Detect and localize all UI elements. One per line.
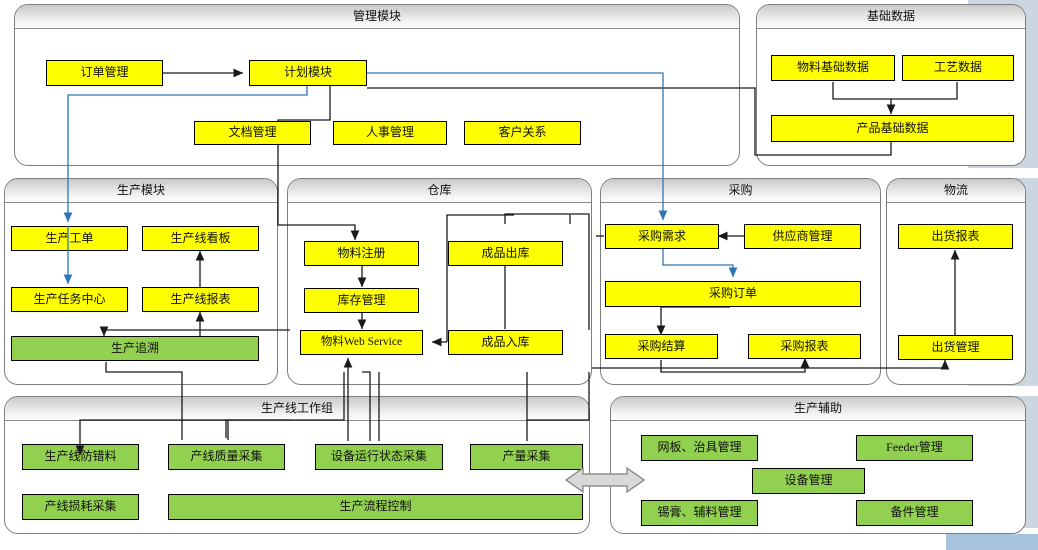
node-trace[interactable]: 生产追溯 — [11, 336, 259, 361]
node-material-base[interactable]: 物料基础数据 — [771, 55, 895, 81]
band-gap-mid — [968, 386, 1038, 396]
node-inventory[interactable]: 库存管理 — [304, 288, 419, 313]
node-order-mgmt[interactable]: 订单管理 — [46, 60, 163, 86]
group-production-title: 生产模块 — [5, 179, 277, 203]
node-feeder-mgmt[interactable]: Feeder管理 — [856, 435, 973, 461]
node-quality-collect[interactable]: 产线质量采集 — [168, 444, 285, 470]
node-po-order[interactable]: 采购订单 — [605, 281, 861, 307]
node-solder-aux[interactable]: 锡膏、辅料管理 — [641, 500, 758, 526]
node-task-center[interactable]: 生产任务中心 — [11, 287, 128, 312]
node-doc-mgmt[interactable]: 文档管理 — [194, 121, 311, 145]
node-po-settle[interactable]: 采购结算 — [605, 334, 718, 359]
group-basic-data-body — [757, 29, 1025, 165]
node-ship-report[interactable]: 出货报表 — [898, 224, 1013, 249]
band-gap-top — [968, 168, 1038, 178]
node-fg-outbound[interactable]: 成品出库 — [448, 241, 563, 266]
group-line-workgroup-title: 生产线工作组 — [5, 397, 589, 421]
node-supplier-mgmt[interactable]: 供应商管理 — [744, 224, 861, 249]
group-procurement-title: 采购 — [601, 179, 880, 203]
group-management-title: 管理模块 — [15, 5, 739, 29]
node-line-report[interactable]: 生产线报表 — [142, 287, 259, 312]
node-po-demand[interactable]: 采购需求 — [605, 224, 719, 249]
group-basic-data-title: 基础数据 — [757, 5, 1025, 29]
group-logistics-title: 物流 — [887, 179, 1025, 203]
node-equip-status[interactable]: 设备运行状态采集 — [315, 444, 443, 470]
node-spare-parts[interactable]: 备件管理 — [856, 500, 973, 526]
node-product-base[interactable]: 产品基础数据 — [771, 115, 1014, 142]
node-mat-webservice[interactable]: 物料Web Service — [300, 330, 423, 355]
node-crm[interactable]: 客户关系 — [464, 121, 581, 145]
node-hr-mgmt[interactable]: 人事管理 — [333, 121, 447, 145]
node-output-collect[interactable]: 产量采集 — [470, 444, 583, 470]
node-ship-mgmt[interactable]: 出货管理 — [898, 335, 1013, 360]
node-loss-collect[interactable]: 产线损耗采集 — [22, 494, 139, 520]
node-equip-mgmt[interactable]: 设备管理 — [752, 468, 865, 494]
node-process-ctrl[interactable]: 生产流程控制 — [168, 494, 583, 520]
node-mat-register[interactable]: 物料注册 — [304, 241, 419, 266]
node-po-report[interactable]: 采购报表 — [748, 334, 861, 359]
group-prod-aux-title: 生产辅助 — [611, 397, 1025, 421]
node-mistake-proof[interactable]: 生产线防错料 — [22, 444, 139, 470]
corner-accent — [946, 534, 1038, 550]
node-work-order[interactable]: 生产工单 — [11, 226, 128, 251]
node-plan-module[interactable]: 计划模块 — [249, 60, 367, 86]
node-line-board[interactable]: 生产线看板 — [142, 226, 259, 251]
node-stencil-jig[interactable]: 网板、治具管理 — [641, 435, 758, 461]
node-fg-inbound[interactable]: 成品入库 — [448, 330, 563, 355]
node-process-data[interactable]: 工艺数据 — [902, 55, 1014, 81]
group-warehouse-title: 仓库 — [288, 179, 591, 203]
